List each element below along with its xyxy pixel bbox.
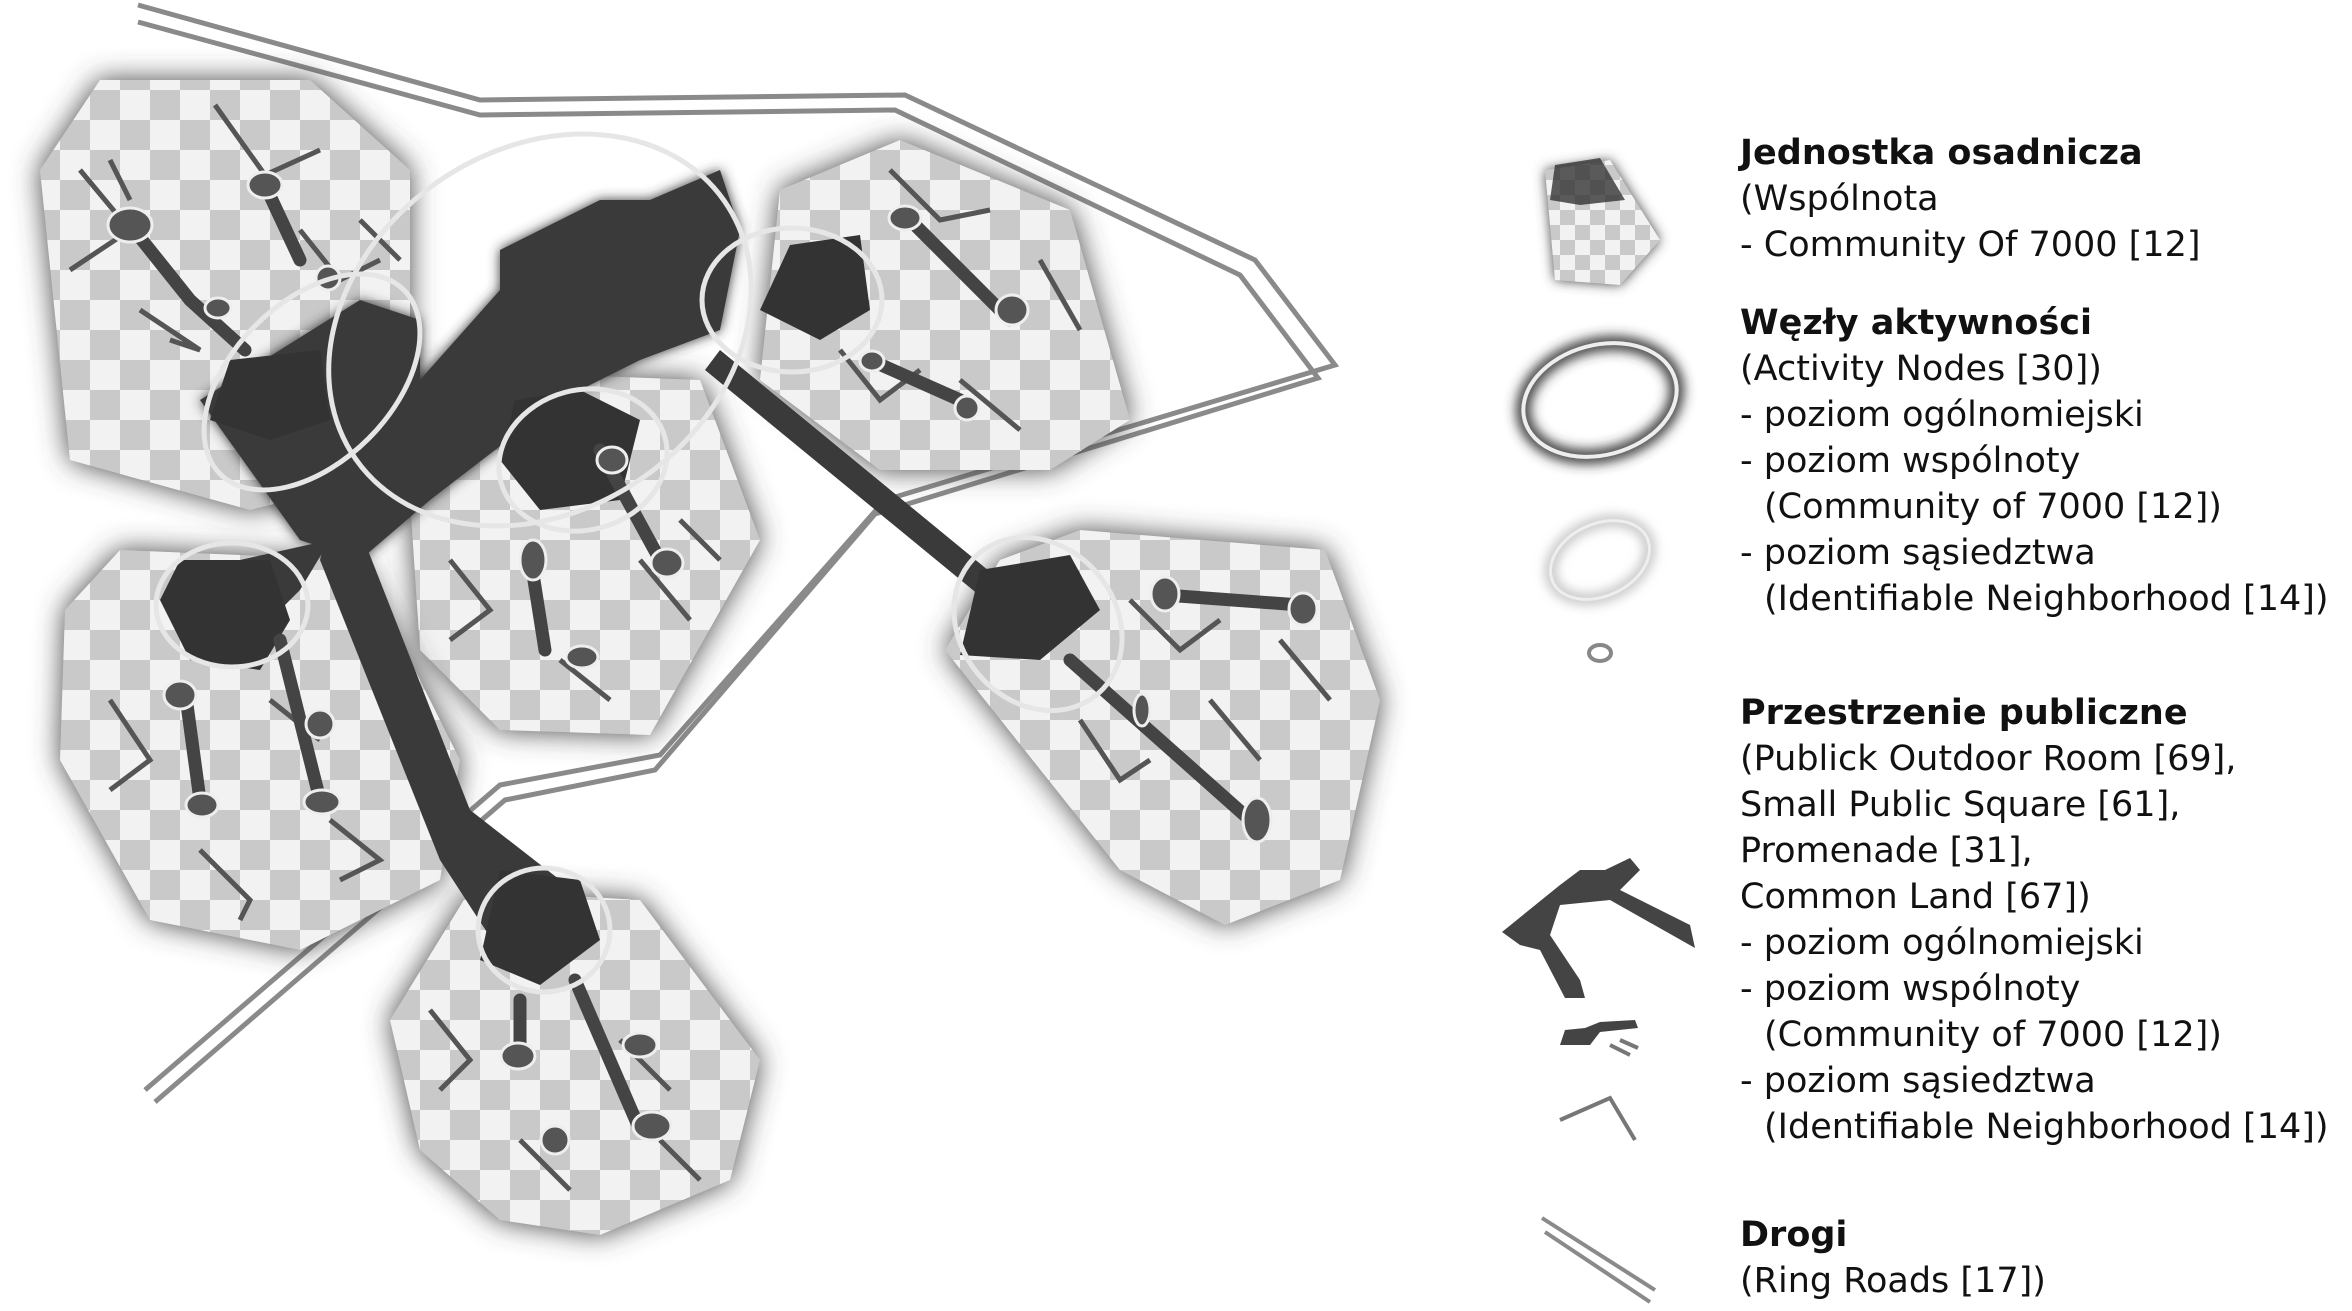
city-public-space bbox=[200, 170, 1000, 960]
legend-line: - poziom wspólnoty bbox=[1740, 441, 2081, 481]
legend-line: - poziom ogólnomiejski bbox=[1740, 395, 2144, 435]
community-activity-node bbox=[475, 865, 613, 995]
legend-line: - Community Of 7000 [12] bbox=[1740, 225, 2201, 265]
legend-line: (Identifiable Neighborhood [14]) bbox=[1764, 579, 2329, 619]
legend-title: Węzły aktywności bbox=[1740, 303, 2093, 343]
community-activity-node bbox=[201, 271, 423, 493]
community-node-blob bbox=[160, 235, 1100, 985]
legend-line: - poziom sąsiedztwa bbox=[1740, 1061, 2096, 1101]
legend-line: (Wspólnota bbox=[1740, 179, 1939, 219]
legend-line: (Community of 7000 [12]) bbox=[1764, 487, 2222, 527]
legend-public-spaces: Przestrzenie publiczne (Publick Outdoor … bbox=[1740, 690, 2329, 1150]
legend-line: - poziom ogólnomiejski bbox=[1740, 923, 2144, 963]
community-activity-node bbox=[951, 535, 1125, 713]
legend-activity-nodes: Węzły aktywności (Activity Nodes [30]) -… bbox=[1740, 300, 2329, 622]
legend-line: Small Public Square [61], bbox=[1740, 785, 2181, 825]
settlement-unit-icon bbox=[1545, 158, 1660, 285]
settlement-unit bbox=[760, 140, 1130, 470]
legend-title: Drogi bbox=[1740, 1215, 1848, 1255]
neighborhood-path-icon bbox=[1559, 1038, 1639, 1142]
ring-road bbox=[137, 2, 1340, 1104]
legend-line: (Ring Roads [17]) bbox=[1740, 1261, 2046, 1301]
legend-settlement: Jednostka osadnicza (Wspólnota - Communi… bbox=[1740, 130, 2201, 268]
legend-line: (Publick Outdoor Room [69], bbox=[1740, 739, 2237, 779]
legend-line: - poziom sąsiedztwa bbox=[1740, 533, 2096, 573]
legend-title: Jednostka osadnicza bbox=[1740, 133, 2143, 173]
public-space-icon bbox=[1502, 858, 1695, 1045]
activity-node-rings bbox=[153, 131, 1125, 995]
legend-line: (Activity Nodes [30]) bbox=[1740, 349, 2102, 389]
legend-line: (Identifiable Neighborhood [14]) bbox=[1764, 1107, 2329, 1147]
legend-line: - poziom wspólnoty bbox=[1740, 969, 2081, 1009]
community-paths bbox=[123, 178, 1307, 1137]
legend-line: (Community of 7000 [12]) bbox=[1764, 1015, 2222, 1055]
legend-line: Promenade [31], bbox=[1740, 831, 2033, 871]
community-activity-node bbox=[496, 386, 670, 534]
city-activity-node bbox=[326, 131, 754, 529]
community-activity-node bbox=[699, 225, 885, 375]
neighborhood-paths bbox=[68, 103, 1332, 1192]
activity-node-icon bbox=[1516, 336, 1684, 663]
legend-icons bbox=[1502, 158, 1695, 1304]
neighborhood-nodes bbox=[106, 170, 1319, 1156]
community-activity-node bbox=[153, 540, 311, 670]
legend-line: Common Land [67]) bbox=[1740, 877, 2091, 917]
legend-title: Przestrzenie publiczne bbox=[1740, 693, 2188, 733]
settlement-diagram bbox=[40, 2, 1380, 1235]
road-icon bbox=[1540, 1216, 1657, 1304]
legend-roads: Drogi (Ring Roads [17]) bbox=[1740, 1212, 2046, 1304]
